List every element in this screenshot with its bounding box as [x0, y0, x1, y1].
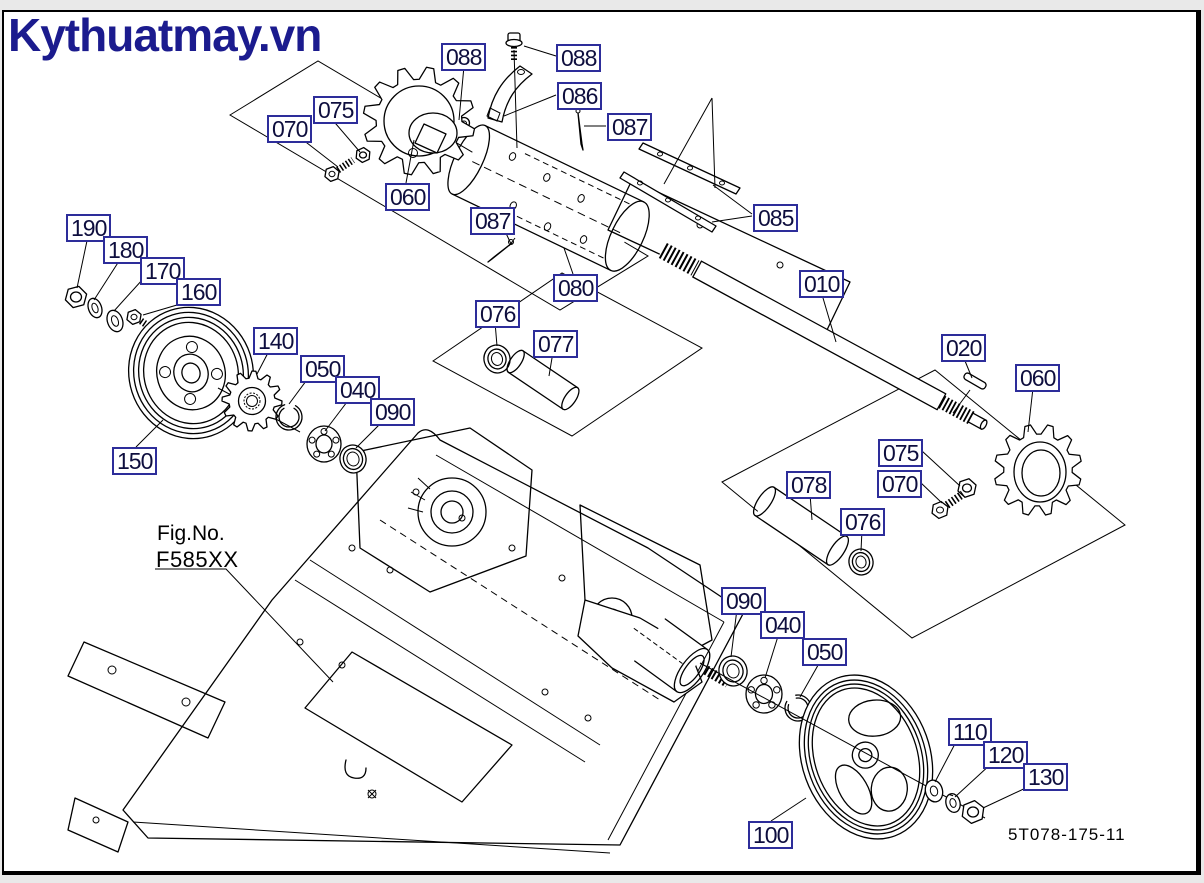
- washer-170: [106, 309, 124, 333]
- sprocket-140: [221, 370, 283, 432]
- part-callout-070: 070: [267, 115, 313, 143]
- bracket-086: [486, 49, 533, 149]
- screw-088-top: [505, 32, 523, 60]
- wheel-100: [798, 674, 934, 840]
- spring-washer-120: [945, 792, 961, 814]
- nut-190: [64, 285, 88, 309]
- part-callout-087: 087: [607, 113, 653, 141]
- sprocket-060-right: [994, 424, 1082, 516]
- part-callout-086: 086: [557, 82, 603, 110]
- figure-number-value: F585XX: [156, 547, 239, 572]
- spring-washer-180: [87, 297, 103, 319]
- nut-075-right: [957, 478, 977, 498]
- part-callout-075: 075: [878, 439, 924, 467]
- bolt-070-right: [931, 490, 966, 520]
- bearing-040-bottom: [745, 674, 783, 714]
- seal-collar-076-top: [483, 344, 511, 374]
- part-callout-050: 050: [300, 355, 346, 383]
- part-callout-060: 060: [385, 183, 431, 211]
- nut-130: [961, 799, 985, 825]
- part-callout-040: 040: [760, 611, 806, 639]
- figure-number-label: Fig.No.: [157, 522, 225, 545]
- part-callout-080: 080: [553, 274, 599, 302]
- part-callout-100: 100: [748, 821, 794, 849]
- part-callout-085: 085: [753, 204, 799, 232]
- bearing-040-left: [306, 425, 342, 463]
- part-callout-090: 090: [370, 398, 416, 426]
- pin-087-top: [575, 108, 584, 151]
- part-callout-130: 130: [1023, 763, 1069, 791]
- part-callout-180: 180: [103, 236, 149, 264]
- oil-seal-090-bottom: [718, 655, 748, 687]
- oil-seal-090-left: [339, 444, 367, 474]
- pulley-150: [127, 306, 255, 440]
- part-callout-076: 076: [840, 508, 886, 536]
- part-callout-020: 020: [941, 334, 987, 362]
- part-callout-050: 050: [802, 638, 848, 666]
- cover-pipe-080: [447, 124, 650, 272]
- part-callout-088: 088: [556, 44, 602, 72]
- part-callout-090: 090: [721, 587, 767, 615]
- main-deck-body: [67, 427, 745, 854]
- part-callout-160: 160: [176, 278, 222, 306]
- part-callout-078: 078: [786, 471, 832, 499]
- part-callout-120: 120: [983, 741, 1029, 769]
- part-callout-140: 140: [253, 327, 299, 355]
- part-callout-070: 070: [877, 470, 923, 498]
- drawing-frame: [2, 10, 1201, 875]
- drive-shaft-010: [657, 242, 990, 434]
- seal-collar-076-bottom: [848, 548, 874, 576]
- washer-110: [924, 779, 944, 803]
- callout-leader-lines: [76, 45, 1034, 822]
- bolt-070-top: [324, 157, 355, 183]
- part-callout-077: 077: [533, 330, 579, 358]
- part-callout-040: 040: [335, 376, 381, 404]
- part-callout-060: 060: [1015, 364, 1061, 392]
- pin-087-mid: [487, 237, 516, 263]
- output-shaft-housing: [633, 618, 711, 694]
- drawing-number: 5T078-175-11: [1008, 825, 1126, 844]
- site-logo: Kythuatmay.vn: [8, 9, 322, 61]
- snap-ring-050-left: [275, 403, 303, 431]
- part-callout-076: 076: [475, 300, 521, 328]
- sprocket-060-top: [362, 66, 476, 176]
- part-callout-088: 088: [441, 43, 487, 71]
- part-callout-150: 150: [112, 447, 158, 475]
- key-020: [952, 372, 987, 414]
- part-callout-087: 087: [470, 207, 516, 235]
- part-callout-075: 075: [313, 96, 359, 124]
- part-callout-010: 010: [799, 270, 845, 298]
